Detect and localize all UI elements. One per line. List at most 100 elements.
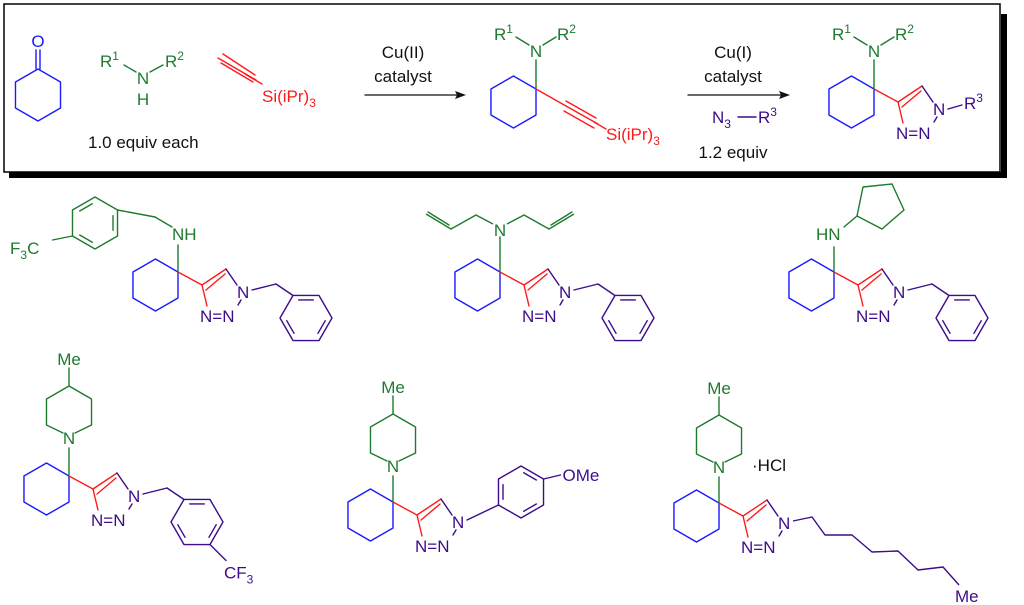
product-n1-label-part: N	[933, 100, 945, 119]
product-r2-label-part: 2	[907, 22, 914, 36]
product-r1-label: R1	[832, 22, 851, 44]
step1-catalyst-type: catalyst	[374, 67, 432, 86]
example-2-n-label: N	[494, 221, 506, 240]
example-1-c-c-bond	[177, 271, 203, 286]
intermediate-triple	[565, 100, 597, 119]
step2-arrowhead	[779, 91, 790, 99]
example-4-benzene	[170, 498, 224, 546]
intermediate-r2-label: R2	[557, 22, 576, 44]
example-5-ome-label-part: OMe	[563, 466, 600, 485]
example-6-piperidine-c-n	[724, 453, 743, 463]
example-2-allyl-right-double	[550, 211, 573, 226]
example-3-n-ch2	[907, 283, 933, 291]
example-1-ch2-ph	[275, 283, 294, 297]
intermediate-n-r2-bond	[542, 36, 557, 46]
example-1-ch2-aryl	[116, 209, 156, 218]
alkyne-si-bond	[244, 73, 263, 85]
example-5-triazole-n1-n2	[452, 529, 457, 536]
step2-catalyst-label: Cu(I)	[714, 43, 752, 62]
example-6-n-label-part: N	[713, 458, 725, 477]
product-n1-label: N	[933, 100, 945, 119]
example-1-nh-label-part: NH	[172, 225, 197, 244]
product-c-c-bond	[873, 88, 899, 103]
example-6-me-label: Me	[707, 379, 731, 398]
example-6-triazole-n1-n2	[778, 530, 783, 537]
intermediate-tips-label: Si(iPr)3	[606, 125, 660, 148]
example-4-triazole-double	[96, 477, 117, 495]
bond-layer	[14, 36, 989, 586]
example-2-n1-label: N	[559, 283, 571, 302]
example-4-triazole-c5-n1	[116, 472, 129, 490]
example-6-triazole-c4-c5	[742, 499, 768, 517]
example-2-c-c-bond	[499, 271, 525, 286]
step1-arrowhead	[455, 91, 466, 99]
example-5-anisole-ring-double	[523, 503, 538, 512]
example-2-benzene-double	[639, 320, 648, 335]
example-4-triazole-c4-n3	[92, 488, 99, 511]
amine-h-label-part: H	[137, 90, 149, 109]
example-6-hcl-label-part: ·HCl	[752, 456, 786, 475]
intermediate-triple	[565, 105, 599, 125]
example-4-benzene-double	[208, 524, 217, 539]
example-4-piperidine-ring	[45, 385, 93, 425]
product-n2n3-label-part: N=N	[896, 124, 930, 143]
product-n2n3-label: N=N	[896, 124, 930, 143]
example-4-n-label: N	[63, 429, 75, 448]
example-4-n1-label-part: N	[128, 487, 140, 506]
step2-azide-r3-label-part: R	[758, 108, 770, 127]
example-4-c-c-bond	[68, 475, 94, 490]
carbonyl-o-label: O	[31, 32, 44, 51]
amine-r1-label-part: 1	[112, 49, 119, 63]
product-triazole-c5-n1	[921, 85, 934, 103]
example-2-benzene	[601, 294, 655, 342]
intermediate-r2-label-part: R	[557, 25, 569, 44]
example-6-triazole-c5-n1	[766, 499, 779, 517]
product-r3-label: R3	[964, 91, 983, 113]
amine-r2-label-part: R	[165, 52, 177, 71]
intermediate-r2-label-part: 2	[569, 22, 576, 36]
example-2-allyl-right	[506, 213, 575, 230]
step1-catalyst-label: Cu(II)	[382, 43, 425, 62]
product-r1-label-part: R	[832, 25, 844, 44]
intermediate-tips-label-part: 3	[653, 134, 660, 148]
example-1-n1-label-part: N	[237, 283, 249, 302]
scheme-frame	[3, 3, 1007, 178]
example-5-triazole-double	[420, 503, 441, 521]
product-n-label: N	[868, 42, 880, 61]
example-1-n-ch2	[154, 216, 173, 228]
amine-h-label: H	[137, 90, 149, 109]
example-1-benzene	[279, 294, 333, 342]
example-4-n-label-part: N	[63, 429, 75, 448]
example-3-hn-label: HN	[816, 225, 841, 244]
amine-r1-label: R1	[100, 49, 119, 71]
product-r1-label-part: 1	[844, 22, 851, 36]
example-1-aryl-ring	[71, 196, 119, 250]
example-1-n2n3-label: N=N	[200, 307, 234, 326]
example-1-nh-label: NH	[172, 225, 197, 244]
intermediate-tips-label-part: Si(iPr)	[606, 125, 653, 144]
step2-azide-n3-label-part: N	[712, 108, 724, 127]
example-5-triazole-c4-n3	[416, 514, 423, 537]
example-3-ch2-ph	[931, 283, 950, 297]
product-r2-label: R2	[895, 22, 914, 44]
example-4-cyclohexane	[23, 462, 70, 516]
example-5-anisole-ring-double	[523, 472, 538, 481]
example-1-n-ch2	[251, 283, 277, 291]
tips-label-part: Si(iPr)	[262, 87, 309, 106]
example-4-me-label: Me	[57, 350, 81, 369]
example-2-triazole-n1-n2	[559, 299, 564, 306]
example-2-benzene-double	[608, 320, 617, 335]
example-1-cyclohexane	[132, 258, 179, 312]
example-5-n-label: N	[387, 457, 399, 476]
example-2-cyclohexane	[454, 258, 501, 312]
intermediate-r1-label-part: 1	[506, 22, 513, 36]
example-3-benzene-double	[942, 320, 951, 335]
example-3-n1-label: N	[893, 283, 905, 302]
example-1-cf3-label-part: F	[10, 239, 20, 258]
example-6-piperidine-ring	[695, 414, 743, 454]
frame-shadow-right	[1001, 14, 1007, 178]
example-3-n-cyclopentyl	[843, 215, 858, 228]
example-2-ch2-ph	[597, 283, 616, 297]
example-4-triazole-n1-n2	[128, 503, 133, 510]
